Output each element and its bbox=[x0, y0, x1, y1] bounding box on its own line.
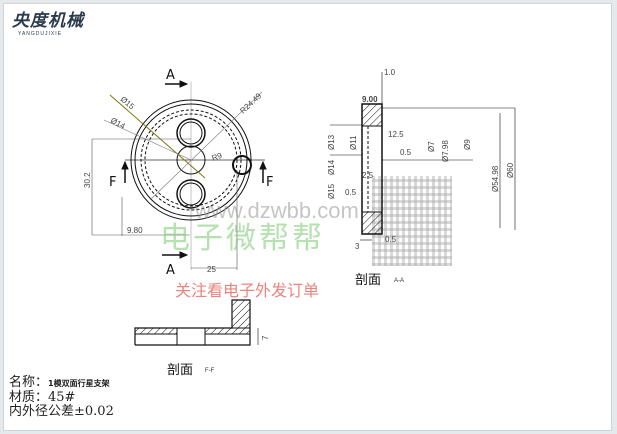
dim-d15: Ø15 bbox=[119, 95, 137, 112]
dim-d15: Ø15 bbox=[327, 183, 336, 199]
material-label: 材质： bbox=[9, 390, 49, 405]
outer-circle-2 bbox=[134, 103, 248, 217]
d15-leader bbox=[109, 94, 206, 179]
dim-d9: Ø9 bbox=[463, 139, 472, 150]
dim-3: 3 bbox=[355, 242, 360, 251]
arrowhead-a-top bbox=[179, 80, 189, 88]
section-ff-view bbox=[134, 299, 259, 346]
arrowhead-a-bottom bbox=[179, 251, 189, 259]
d14-leader bbox=[103, 119, 192, 161]
logo-subtitle: YANGDUJIXIE bbox=[18, 31, 62, 37]
dim-d60: Ø60 bbox=[506, 162, 515, 178]
dim-d11: Ø11 bbox=[349, 135, 358, 150]
dim-25b: 2.5 bbox=[362, 171, 374, 180]
section-ff-suffix: F-F bbox=[205, 368, 215, 374]
dim-10: 1.0 bbox=[384, 68, 396, 77]
dim-302: 30.2 bbox=[83, 172, 92, 188]
hole-top-inner bbox=[179, 121, 203, 145]
dim-05a: 0.5 bbox=[400, 148, 412, 157]
hatch-ff-left bbox=[134, 327, 178, 335]
hole-bottom bbox=[176, 179, 206, 209]
hidden-circle-2 bbox=[144, 113, 238, 207]
dim-d13: Ø13 bbox=[327, 134, 336, 150]
dim-r2449: R24.49 bbox=[238, 91, 263, 116]
material-value: 45# bbox=[48, 390, 76, 405]
dim-900: 9.00 bbox=[362, 95, 378, 104]
dim-125: 12.5 bbox=[388, 130, 404, 139]
r2449-leader bbox=[149, 91, 263, 201]
tolerance-note: 内外径公差±0.02 bbox=[9, 404, 114, 419]
dim-d798: Ø7.98 bbox=[441, 140, 450, 162]
hole-bottom-inner bbox=[179, 182, 203, 206]
small-hole bbox=[232, 155, 252, 175]
outer-circle bbox=[130, 99, 252, 221]
dim-980: 9.80 bbox=[127, 226, 143, 235]
hatch-ff-right bbox=[231, 299, 251, 329]
hatch-top bbox=[361, 103, 383, 127]
section-ff-title: 剖面 bbox=[167, 363, 193, 378]
arrowhead-f-right bbox=[259, 160, 267, 170]
watermark-url: www.dzwbb.com bbox=[195, 198, 359, 223]
drawing-sheet bbox=[3, 3, 612, 431]
logo-name: 央度机械 bbox=[12, 11, 84, 30]
company-logo: 央度机械 YANGDUJIXIE bbox=[12, 6, 84, 37]
dim-d14: Ø14 bbox=[327, 159, 336, 175]
section-mark-a-top: A bbox=[166, 68, 175, 83]
section-aa-suffix: A-A bbox=[394, 278, 404, 284]
hatch-bottom bbox=[361, 211, 383, 235]
front-view bbox=[91, 80, 267, 270]
dim-d5498: Ø54.98 bbox=[491, 165, 500, 192]
section-mark-a-bottom: A bbox=[166, 263, 175, 278]
hidden-circle bbox=[140, 109, 242, 211]
name-label: 名称： bbox=[9, 375, 49, 390]
dim-25: 25 bbox=[207, 265, 216, 274]
qr-code-watermark bbox=[372, 176, 452, 266]
arrowhead-f-left bbox=[121, 160, 129, 170]
part-info: 名称：1模双面行星支架 材质：45# 内外径公差±0.02 bbox=[9, 376, 114, 419]
hole-top bbox=[176, 118, 206, 148]
section-mark-f-right: F bbox=[266, 175, 273, 190]
section-aa-title: 剖面 bbox=[355, 273, 381, 288]
dim-d7: Ø7 bbox=[427, 141, 436, 152]
hatch-ff-mid bbox=[204, 327, 251, 335]
dim-05c: 0.5 bbox=[385, 235, 397, 244]
section-mark-f-left: F bbox=[109, 175, 116, 190]
watermark-slogan: 关注看电子外发订单 bbox=[175, 281, 320, 300]
dim-05b: 0.5 bbox=[345, 188, 357, 197]
watermark-brand: 电子微帮帮 bbox=[160, 221, 325, 256]
dim-7: 7 bbox=[261, 335, 270, 340]
name-value: 1模双面行星支架 bbox=[48, 379, 110, 388]
hole-center bbox=[176, 145, 206, 175]
dim-d14: Ø14 bbox=[109, 116, 127, 131]
dim-r9: R9 bbox=[211, 151, 224, 163]
section-aa-view bbox=[330, 72, 516, 241]
